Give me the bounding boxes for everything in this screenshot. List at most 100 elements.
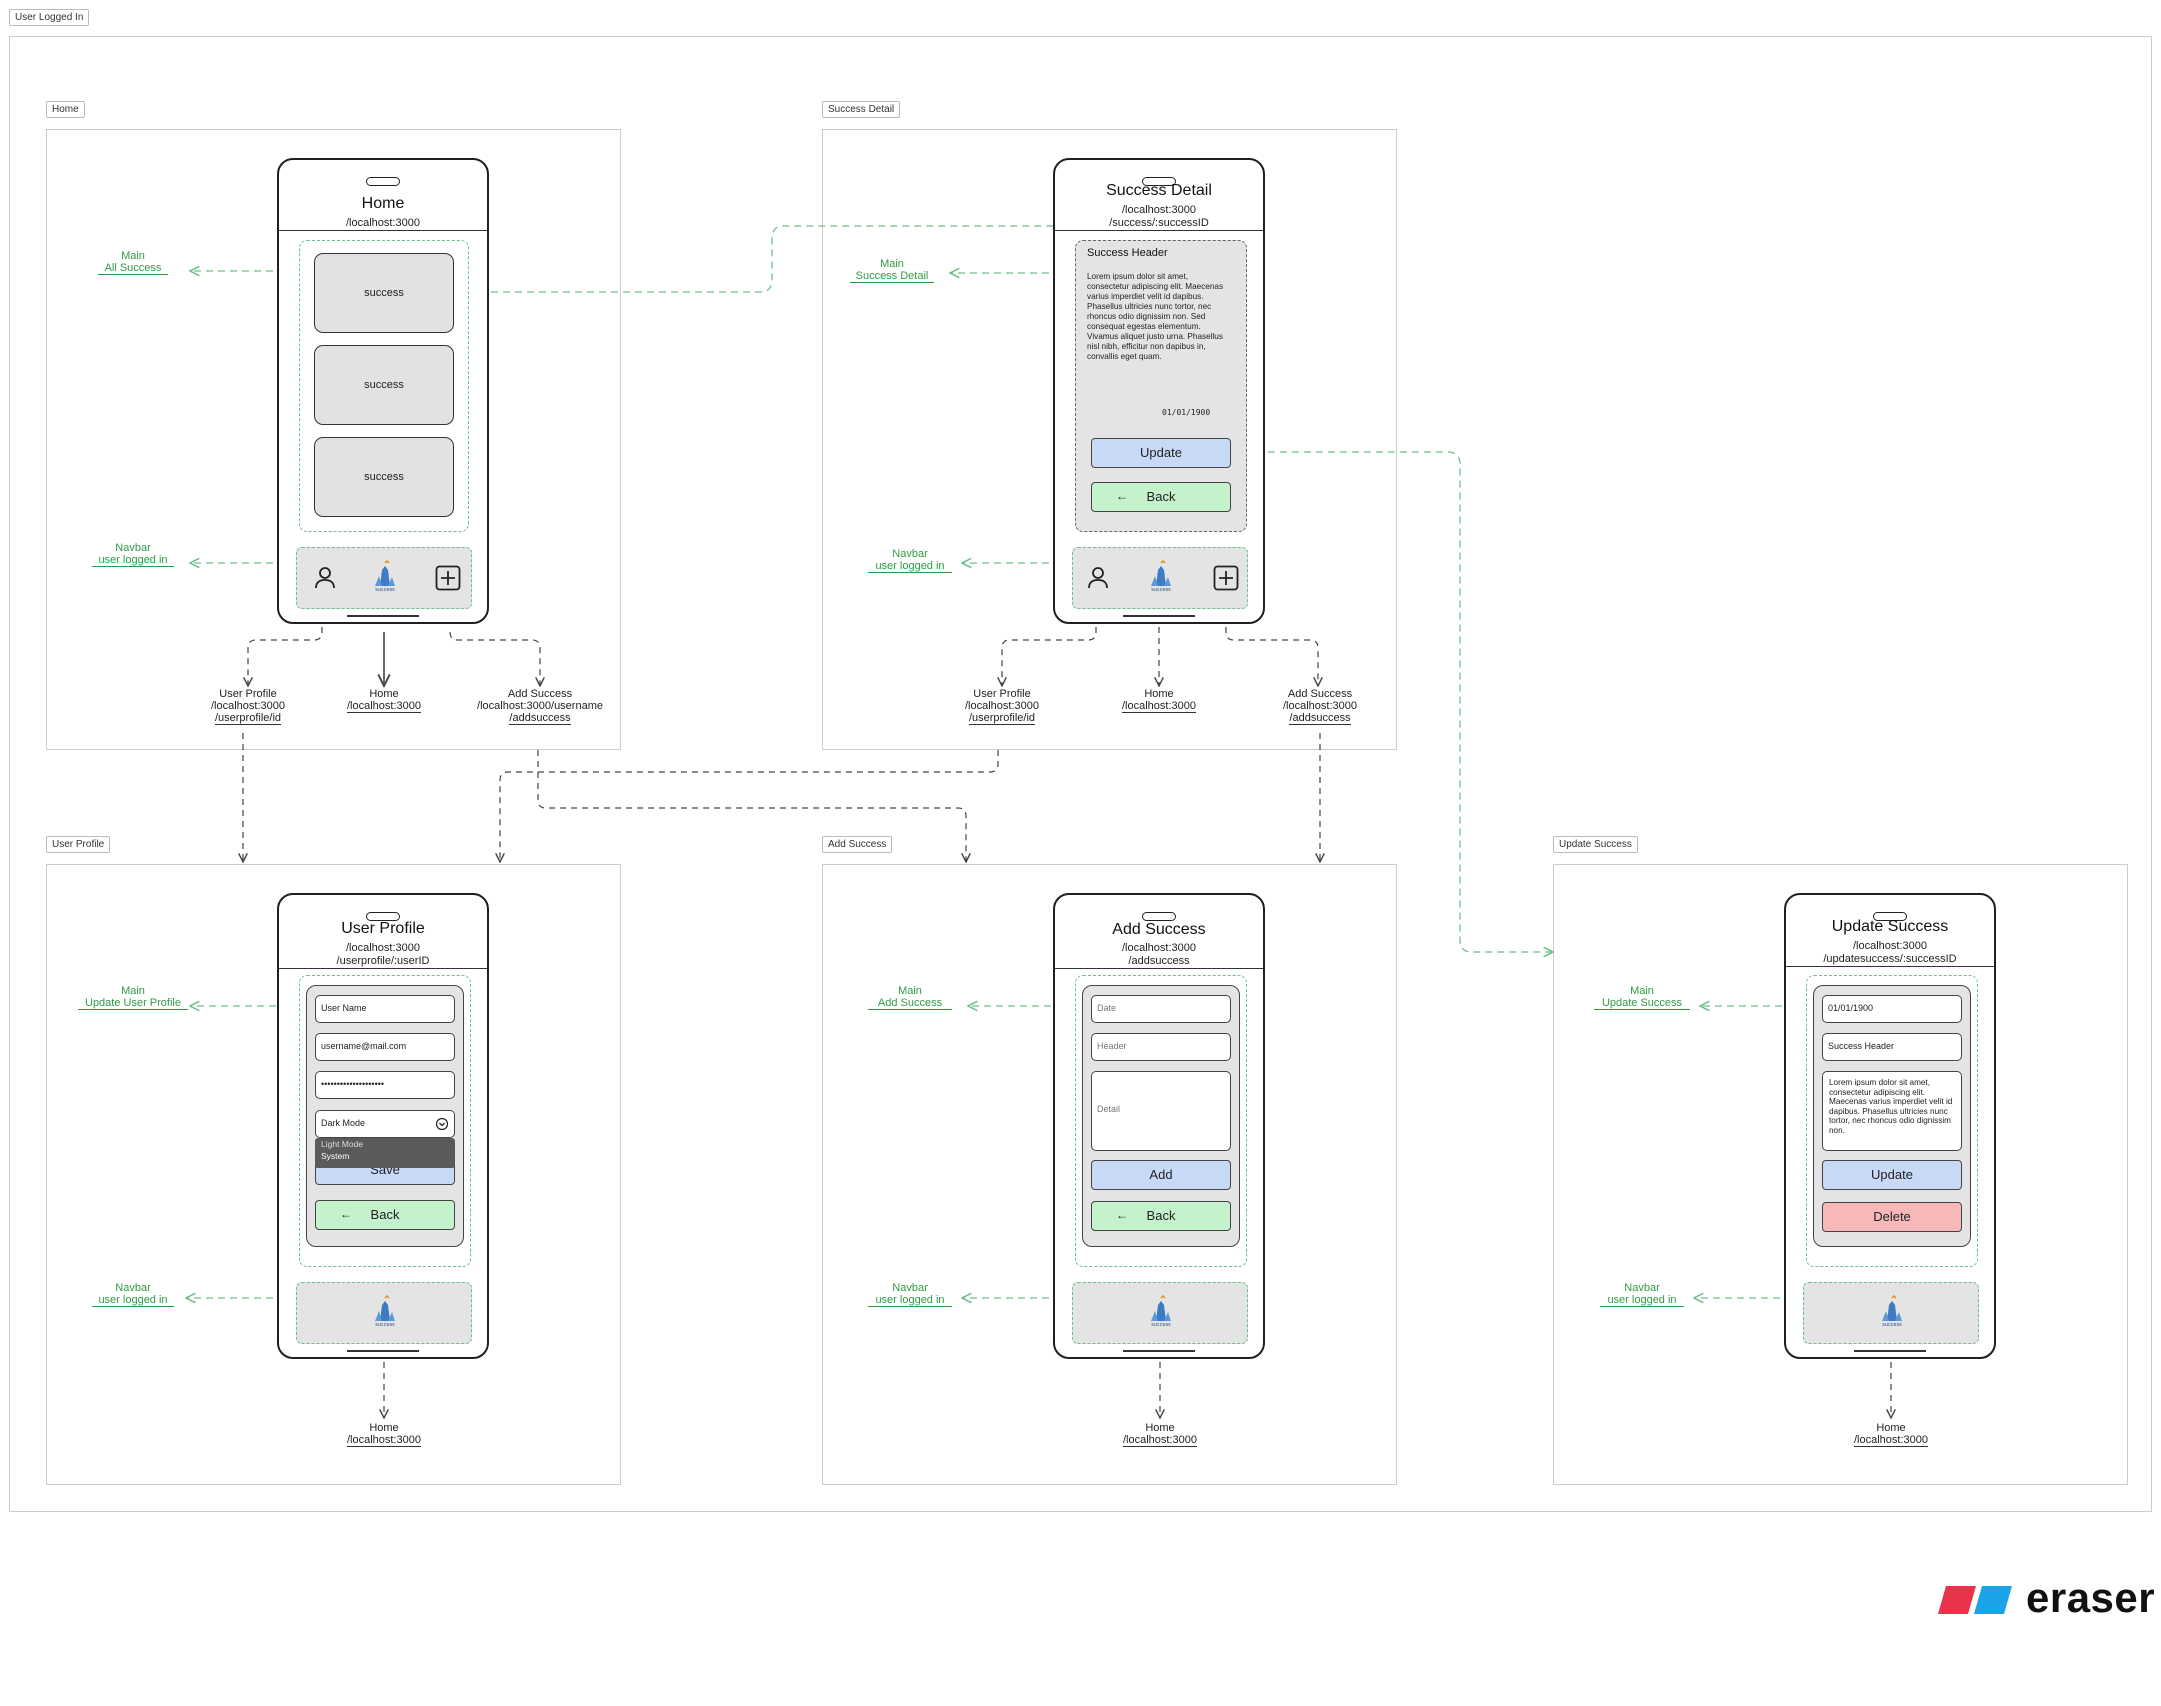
header-input[interactable]: Success Header bbox=[1822, 1033, 1962, 1061]
theme-options-menu: Light Mode System bbox=[315, 1138, 455, 1168]
add-icon[interactable] bbox=[1213, 565, 1239, 591]
page-title-home: Home bbox=[361, 195, 405, 212]
page-url-profile: /localhost:3000/userprofile/:userID bbox=[279, 942, 487, 969]
home-indicator bbox=[1123, 615, 1195, 617]
email-field[interactable]: username@mail.com bbox=[315, 1033, 455, 1061]
home-indicator bbox=[347, 615, 419, 617]
arrow-update-to-update-screen bbox=[1232, 451, 1553, 952]
phone-add-success: Add Success /localhost:3000/addsuccess D… bbox=[1053, 893, 1265, 1359]
route-home: Home/localhost:3000 bbox=[1122, 688, 1196, 713]
header-input[interactable]: Header bbox=[1091, 1033, 1231, 1061]
frame-label-add-success: Add Success bbox=[822, 836, 893, 853]
username-field[interactable]: User Name bbox=[315, 995, 455, 1023]
frame-label-user-profile: User Profile bbox=[46, 836, 111, 853]
page-url-update: /localhost:3000/updatesuccess/:successID bbox=[1786, 940, 1994, 967]
svg-text:success: success bbox=[375, 1322, 395, 1327]
user-icon[interactable] bbox=[312, 565, 338, 591]
route-user-profile: User Profile/localhost:3000/userprofile/… bbox=[965, 688, 1039, 725]
back-arrow-icon: ← bbox=[340, 1207, 352, 1221]
back-arrow-icon: ← bbox=[1116, 489, 1128, 503]
update-button[interactable]: Update bbox=[1822, 1160, 1962, 1190]
route-home: Home/localhost:3000 bbox=[1854, 1422, 1928, 1447]
back-button[interactable]: ←Back bbox=[1091, 1201, 1231, 1231]
detail-date: 01/01/1900 bbox=[1162, 408, 1211, 417]
chevron-down-icon[interactable] bbox=[435, 1117, 449, 1131]
route-add-success: Add Success/localhost:3000/username/adds… bbox=[477, 688, 603, 725]
home-indicator bbox=[1854, 1350, 1926, 1352]
phone-notch bbox=[1142, 177, 1176, 186]
route-user-profile: User Profile/localhost:3000/userprofile/… bbox=[211, 688, 285, 725]
route-home: Home/localhost:3000 bbox=[1123, 1422, 1197, 1447]
main-section-profile bbox=[299, 975, 471, 1267]
back-button[interactable]: ←Back bbox=[1091, 482, 1231, 512]
eraser-logo-icon bbox=[1938, 1586, 2012, 1614]
phone-notch bbox=[366, 177, 400, 186]
page-title-update: Update Success bbox=[1831, 918, 1949, 935]
date-input[interactable]: 01/01/1900 bbox=[1822, 995, 1962, 1023]
update-button[interactable]: Update bbox=[1091, 438, 1231, 468]
password-field[interactable]: •••••••••••••••••••• bbox=[315, 1071, 455, 1099]
main-section-home bbox=[299, 240, 469, 532]
back-arrow-icon: ← bbox=[1116, 1208, 1128, 1222]
home-indicator bbox=[1123, 1350, 1195, 1352]
theme-option-light[interactable]: Light Mode bbox=[321, 1139, 364, 1149]
detail-body: Lorem ipsum dolor sit amet, consectetur … bbox=[1087, 272, 1224, 361]
home-indicator bbox=[347, 1350, 419, 1352]
success-logo-icon[interactable]: success bbox=[1147, 1295, 1175, 1327]
phone-notch bbox=[1142, 912, 1176, 921]
page-title-profile: User Profile bbox=[341, 920, 425, 937]
success-card[interactable]: success bbox=[314, 437, 454, 517]
theme-select[interactable]: Dark Mode bbox=[315, 1110, 455, 1138]
frame-label-home: Home bbox=[46, 101, 85, 118]
add-button[interactable]: Add bbox=[1091, 1160, 1231, 1190]
phone-update-success: Update Success /localhost:3000/updatesuc… bbox=[1784, 893, 1996, 1359]
success-card[interactable]: success bbox=[314, 345, 454, 425]
frame-label-update-success: Update Success bbox=[1553, 836, 1638, 853]
page-url-add: /localhost:3000/addsuccess bbox=[1055, 942, 1263, 969]
frame-label-success-detail: Success Detail bbox=[822, 101, 901, 118]
page-title-detail: Success Detail bbox=[1106, 182, 1212, 199]
page-url-detail: /localhost:3000/success/:successID bbox=[1055, 204, 1263, 231]
phone-user-profile: User Profile /localhost:3000/userprofile… bbox=[277, 893, 489, 1359]
eraser-logo-text: eraser bbox=[2026, 1574, 2156, 1621]
detail-header: Success Header bbox=[1087, 247, 1168, 259]
route-home: Home/localhost:3000 bbox=[347, 1422, 421, 1447]
outer-frame-label: User Logged In bbox=[9, 9, 90, 26]
page-url-home: /localhost:3000 bbox=[279, 217, 487, 231]
success-card[interactable]: success bbox=[314, 253, 454, 333]
success-logo-icon[interactable]: success bbox=[371, 560, 399, 592]
detail-textarea[interactable]: Detail bbox=[1091, 1071, 1231, 1151]
success-logo-icon[interactable]: success bbox=[371, 1295, 399, 1327]
success-logo-icon[interactable]: success bbox=[1147, 560, 1175, 592]
user-icon[interactable] bbox=[1085, 565, 1111, 591]
date-input[interactable]: Date bbox=[1091, 995, 1231, 1023]
arrow-card-to-detail bbox=[455, 226, 1095, 293]
route-home: Home/localhost:3000 bbox=[347, 688, 421, 713]
svg-text:success: success bbox=[1151, 1322, 1171, 1327]
phone-notch bbox=[1873, 912, 1907, 921]
back-button[interactable]: ←Back bbox=[315, 1200, 455, 1230]
add-icon[interactable] bbox=[435, 565, 461, 591]
main-section-update bbox=[1806, 975, 1978, 1267]
theme-option-system[interactable]: System bbox=[321, 1151, 350, 1161]
delete-button[interactable]: Delete bbox=[1822, 1202, 1962, 1232]
svg-text:success: success bbox=[375, 587, 395, 592]
route-add-success: Add Success/localhost:3000/addsuccess bbox=[1283, 688, 1357, 725]
svg-text:success: success bbox=[1151, 587, 1171, 592]
svg-text:success: success bbox=[1882, 1322, 1902, 1327]
phone-home: Home /localhost:3000 success success suc… bbox=[277, 158, 489, 624]
success-logo-icon[interactable]: success bbox=[1878, 1295, 1906, 1327]
page-title-add: Add Success bbox=[1112, 921, 1206, 938]
detail-textarea[interactable]: Lorem ipsum dolor sit amet, consectetur … bbox=[1822, 1071, 1962, 1151]
main-section-add bbox=[1075, 975, 1247, 1267]
